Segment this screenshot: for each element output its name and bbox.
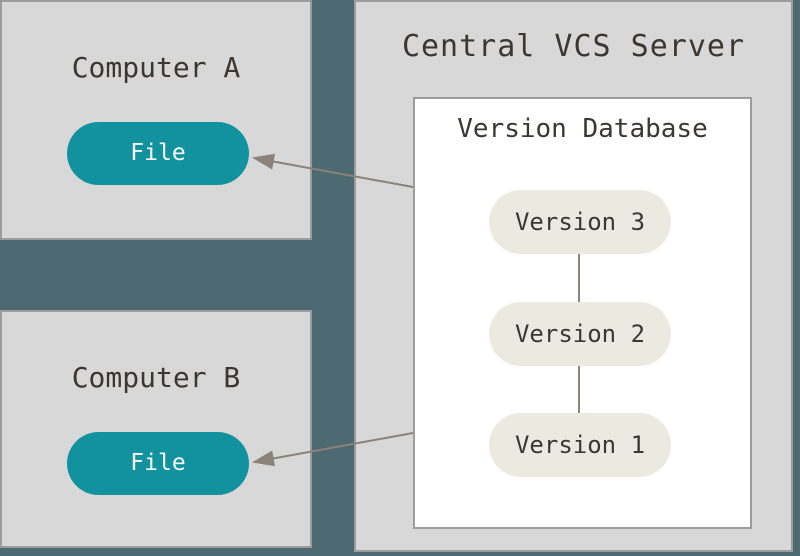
computer-a-title: Computer A (71, 51, 241, 84)
version-database-title: Version Database (457, 114, 708, 144)
computer-b-file-pill: File (67, 432, 249, 495)
computer-b-file-label: File (130, 450, 186, 476)
version-2-label: Version 2 (514, 320, 646, 348)
version-3-pill: Version 3 (489, 190, 671, 254)
computer-a-file-pill: File (67, 122, 249, 185)
computer-b-title: Computer B (71, 361, 241, 394)
version-1-pill: Version 1 (489, 413, 671, 477)
computer-b-box: Computer B File (0, 310, 312, 548)
version-1-label: Version 1 (514, 431, 646, 459)
computer-a-box: Computer A File (0, 0, 312, 240)
version-database-box: Version Database Version 3 Version 2 Ver… (413, 97, 752, 529)
version-3-label: Version 3 (514, 208, 646, 236)
central-vcs-server-title: Central VCS Server (401, 29, 746, 64)
computer-a-file-label: File (130, 140, 186, 166)
version-2-pill: Version 2 (489, 302, 671, 366)
central-vcs-server-box: Central VCS Server Version Database Vers… (354, 0, 793, 552)
